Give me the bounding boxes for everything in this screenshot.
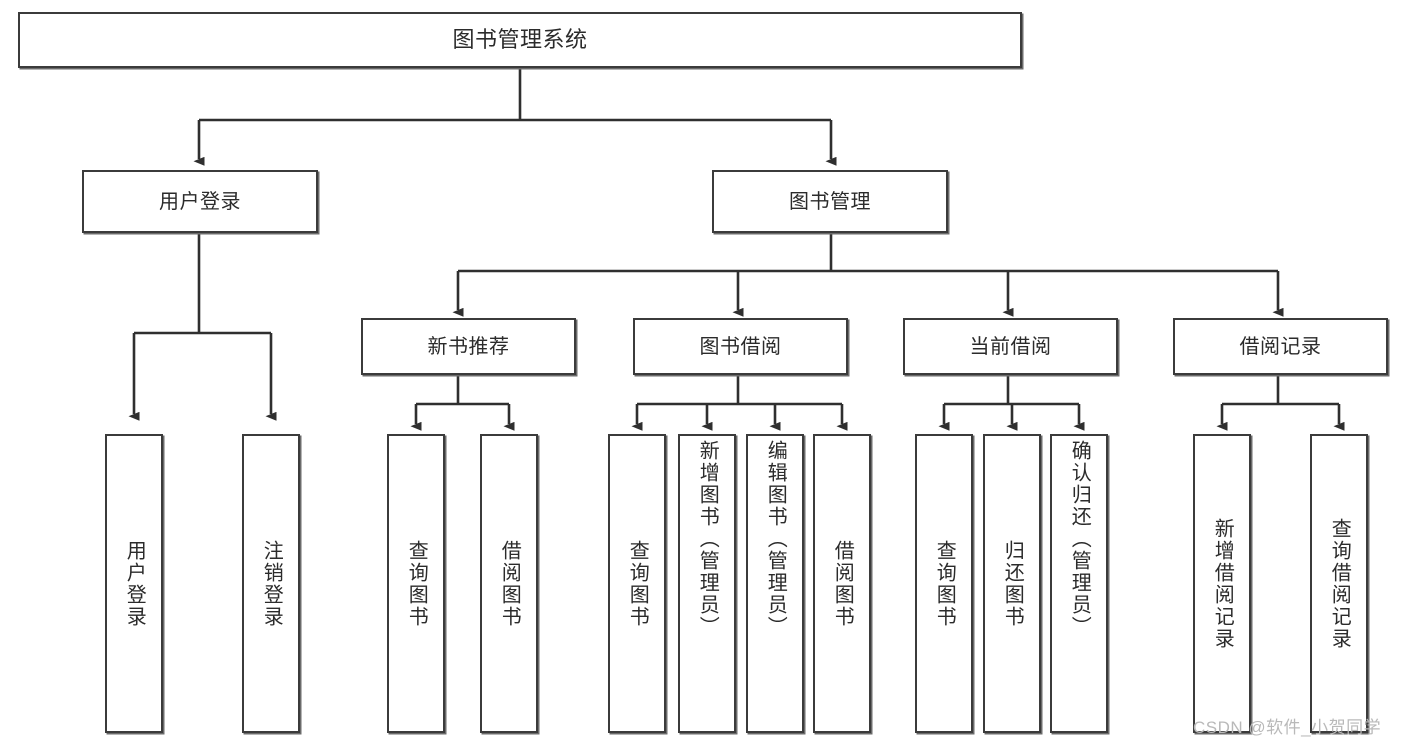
leaf-return-book-label: 归还图书 — [1001, 539, 1024, 628]
node-borrow-record-label: 借阅记录 — [1239, 335, 1322, 358]
leaf-return-book[interactable]: 归还图书 — [983, 434, 1041, 733]
leaf-borrow-book[interactable]: 借阅图书 — [813, 434, 871, 733]
leaf-query-book-current[interactable]: 查询图书 — [915, 434, 973, 733]
node-current-borrow-label: 当前借阅 — [969, 335, 1052, 358]
leaf-query-book-current-label: 查询图书 — [933, 539, 956, 628]
node-book-borrow[interactable]: 图书借阅 — [633, 318, 848, 375]
leaf-edit-book-admin[interactable]: 编辑图书（管理员） — [746, 434, 804, 733]
leaf-confirm-return-admin[interactable]: 确认归还（管理员） — [1050, 434, 1108, 733]
leaf-user-login[interactable]: 用户登录 — [105, 434, 163, 733]
leaf-query-book-borrow-label: 查询图书 — [626, 539, 649, 628]
leaf-logout[interactable]: 注销登录 — [242, 434, 300, 733]
leaf-edit-book-admin-label: 编辑图书（管理员） — [764, 440, 787, 638]
leaf-add-book-admin-label: 新增图书（管理员） — [696, 440, 719, 638]
leaf-user-login-label: 用户登录 — [123, 539, 146, 628]
leaf-borrow-book-new[interactable]: 借阅图书 — [480, 434, 538, 733]
node-root-label: 图书管理系统 — [452, 26, 588, 52]
watermark-csdn: CSDN @软件_小贺同学 — [1193, 718, 1382, 737]
node-user-login-label: 用户登录 — [159, 190, 241, 213]
node-book-management-label: 图书管理 — [789, 190, 871, 213]
node-root-library-system[interactable]: 图书管理系统 — [18, 12, 1022, 68]
leaf-confirm-return-admin-label: 确认归还（管理员） — [1068, 440, 1091, 638]
node-borrow-record[interactable]: 借阅记录 — [1173, 318, 1388, 375]
leaf-add-book-admin[interactable]: 新增图书（管理员） — [678, 434, 736, 733]
leaf-query-book-new[interactable]: 查询图书 — [387, 434, 445, 733]
leaf-borrow-book-new-label: 借阅图书 — [498, 539, 521, 628]
leaf-add-borrow-record-label: 新增借阅记录 — [1211, 517, 1234, 650]
node-user-login[interactable]: 用户登录 — [82, 170, 318, 233]
node-book-management[interactable]: 图书管理 — [712, 170, 948, 233]
node-new-book-recommend-label: 新书推荐 — [427, 335, 510, 358]
leaf-logout-label: 注销登录 — [260, 539, 283, 628]
leaf-query-book-borrow[interactable]: 查询图书 — [608, 434, 666, 733]
leaf-query-book-new-label: 查询图书 — [405, 539, 428, 628]
leaf-borrow-book-label: 借阅图书 — [831, 539, 854, 628]
leaf-query-borrow-record-label: 查询借阅记录 — [1328, 517, 1351, 650]
node-current-borrow[interactable]: 当前借阅 — [903, 318, 1118, 375]
node-book-borrow-label: 图书借阅 — [699, 335, 782, 358]
leaf-query-borrow-record[interactable]: 查询借阅记录 — [1310, 434, 1368, 733]
leaf-add-borrow-record[interactable]: 新增借阅记录 — [1193, 434, 1251, 733]
node-new-book-recommend[interactable]: 新书推荐 — [361, 318, 576, 375]
